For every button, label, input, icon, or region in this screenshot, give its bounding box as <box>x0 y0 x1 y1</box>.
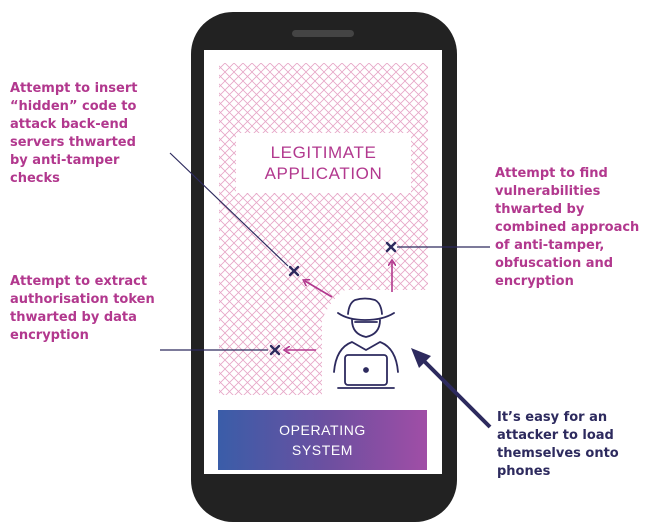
x-mark-icon <box>288 265 300 277</box>
callout-auth-token: Attempt to extract authorisation token t… <box>10 274 155 343</box>
callout-hidden-code: Attempt to insert “hidden” code to attac… <box>10 81 138 186</box>
os-label-line2: SYSTEM <box>291 442 354 458</box>
arrow-icon <box>411 348 431 368</box>
legitimate-application-box: LEGITIMATE APPLICATION <box>236 133 411 193</box>
arrow-icon <box>419 356 492 429</box>
x-mark-icon <box>385 241 397 253</box>
callout-vulnerabilities: Attempt to find vulnerabilities thwarted… <box>495 166 640 289</box>
hat-crown <box>347 297 383 315</box>
laptop-body <box>344 354 388 386</box>
laptop-logo <box>363 367 369 373</box>
legitimate-label-line2: APPLICATION <box>264 164 383 183</box>
operating-system-box: OPERATING SYSTEM <box>218 410 427 470</box>
hacker-body <box>333 341 399 373</box>
arrow-icon <box>305 281 333 298</box>
os-label-line1: OPERATING <box>279 422 366 438</box>
x-mark-icon <box>269 344 281 356</box>
legitimate-label-line1: LEGITIMATE <box>270 143 377 162</box>
phone-speaker <box>292 30 354 37</box>
connector-hidden-code <box>169 152 289 267</box>
hacker-with-hat-and-laptop-icon <box>333 297 399 389</box>
hacker-face <box>351 319 381 338</box>
hat-brim <box>337 312 395 321</box>
callout-easy-attacker: It’s easy for an attacker to load themse… <box>497 410 619 479</box>
